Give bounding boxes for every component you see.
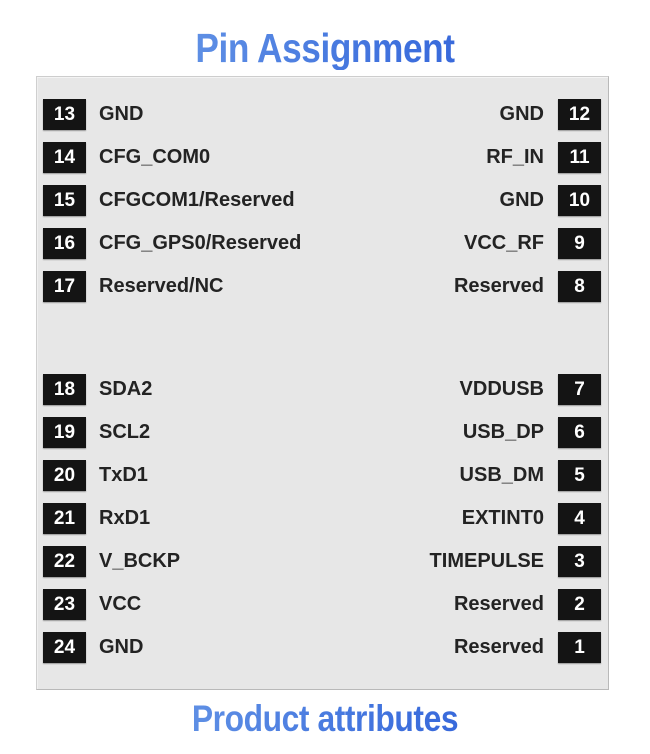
- pin-signal-label: V_BCKP: [99, 550, 181, 572]
- pin-entry-right: 10 GND: [323, 185, 609, 228]
- pin-signal-label: SDA2: [99, 378, 153, 400]
- pin-entry-left: 18 SDA2: [37, 374, 323, 417]
- pin-entry-left: 21 RxD1: [37, 503, 323, 546]
- pin-entry-right: 3 TIMEPULSE: [323, 546, 609, 589]
- pin-entry-left: 16 CFG_GPS0/Reserved: [37, 228, 323, 271]
- pin-number-badge: 24: [43, 632, 86, 663]
- pin-row: 24 GND 1 Reserved: [37, 632, 608, 675]
- footer-title: Product attributes: [46, 699, 605, 739]
- pin-number-badge: 14: [43, 142, 86, 173]
- pin-number-badge: 16: [43, 228, 86, 259]
- pin-signal-label: RxD1: [99, 507, 151, 529]
- page-title: Pin Assignment: [46, 26, 605, 70]
- pin-number-badge: 19: [43, 417, 86, 448]
- pin-entry-right: 9 VCC_RF: [323, 228, 609, 271]
- pin-number-badge: 9: [558, 228, 601, 259]
- pin-entry-left: 13 GND: [37, 99, 323, 142]
- pin-signal-label: CFG_GPS0/Reserved: [99, 232, 302, 254]
- pin-signal-label: CFG_COM0: [99, 146, 211, 168]
- pin-row: 22 V_BCKP 3 TIMEPULSE: [37, 546, 608, 589]
- pin-number-badge: 3: [558, 546, 601, 577]
- pin-entry-right: 1 Reserved: [323, 632, 609, 675]
- pin-number-badge: 10: [558, 185, 601, 216]
- pin-signal-label: GND: [499, 189, 544, 211]
- pin-signal-label: RF_IN: [486, 146, 544, 168]
- pin-number-badge: 21: [43, 503, 86, 534]
- pin-entry-left: 22 V_BCKP: [37, 546, 323, 589]
- pin-entry-left: 15 CFGCOM1/Reserved: [37, 185, 323, 228]
- pin-signal-label: SCL2: [99, 421, 151, 443]
- pin-entry-right: 6 USB_DP: [323, 417, 609, 460]
- pin-entry-right: 11 RF_IN: [323, 142, 609, 185]
- pin-number-badge: 22: [43, 546, 86, 577]
- pin-entry-left: 23 VCC: [37, 589, 323, 632]
- pin-signal-label: EXTINT0: [461, 507, 544, 529]
- pin-signal-label: GND: [99, 103, 144, 125]
- pin-signal-label: TxD1: [99, 464, 148, 486]
- pin-number-badge: 5: [558, 460, 601, 491]
- pin-number-badge: 8: [558, 271, 601, 302]
- pin-signal-label: VCC: [99, 593, 142, 615]
- pin-number-badge: 20: [43, 460, 86, 491]
- pin-signal-label: Reserved: [453, 636, 544, 658]
- pin-entry-left: 17 Reserved/NC: [37, 271, 323, 314]
- pin-row: 15 CFGCOM1/Reserved 10 GND: [37, 185, 608, 228]
- pin-row: 23 VCC 2 Reserved: [37, 589, 608, 632]
- pin-entry-right: 7 VDDUSB: [323, 374, 609, 417]
- pin-number-badge: 12: [558, 99, 601, 130]
- pin-entry-right: 5 USB_DM: [323, 460, 609, 503]
- pin-entry-right: 4 EXTINT0: [323, 503, 609, 546]
- pin-number-badge: 4: [558, 503, 601, 534]
- pin-entry-left: 14 CFG_COM0: [37, 142, 323, 185]
- pin-signal-label: Reserved: [453, 275, 544, 297]
- pin-entry-right: 8 Reserved: [323, 271, 609, 314]
- pin-number-badge: 6: [558, 417, 601, 448]
- pin-entry-right: 12 GND: [323, 99, 609, 142]
- pin-signal-label: USB_DP: [462, 421, 544, 443]
- pin-number-badge: 13: [43, 99, 86, 130]
- pin-number-badge: 17: [43, 271, 86, 302]
- pin-number-badge: 2: [558, 589, 601, 620]
- pin-signal-label: VDDUSB: [459, 378, 544, 400]
- pin-entry-left: 19 SCL2: [37, 417, 323, 460]
- pin-number-badge: 11: [558, 142, 601, 173]
- pin-signal-label: VCC_RF: [463, 232, 544, 254]
- pin-row: 14 CFG_COM0 11 RF_IN: [37, 142, 608, 185]
- pin-entry-left: 20 TxD1: [37, 460, 323, 503]
- pin-signal-label: CFGCOM1/Reserved: [99, 189, 295, 211]
- pin-row: 18 SDA2 7 VDDUSB: [37, 374, 608, 417]
- pin-signal-label: GND: [499, 103, 544, 125]
- pin-row: 16 CFG_GPS0/Reserved 9 VCC_RF: [37, 228, 608, 271]
- pin-number-badge: 18: [43, 374, 86, 405]
- pin-signal-label: GND: [99, 636, 144, 658]
- pin-row: 19 SCL2 6 USB_DP: [37, 417, 608, 460]
- pin-number-badge: 1: [558, 632, 601, 663]
- pin-row: 20 TxD1 5 USB_DM: [37, 460, 608, 503]
- pin-signal-label: Reserved/NC: [99, 275, 224, 297]
- pin-entry-right: 2 Reserved: [323, 589, 609, 632]
- pin-signal-label: TIMEPULSE: [429, 550, 544, 572]
- pin-row: 17 Reserved/NC 8 Reserved: [37, 271, 608, 314]
- pin-signal-label: USB_DM: [459, 464, 544, 486]
- pin-entry-left: 24 GND: [37, 632, 323, 675]
- pin-number-badge: 23: [43, 589, 86, 620]
- pin-number-badge: 15: [43, 185, 86, 216]
- pin-signal-label: Reserved: [453, 593, 544, 615]
- pin-row: 21 RxD1 4 EXTINT0: [37, 503, 608, 546]
- pin-row: 13 GND 12 GND: [37, 99, 608, 142]
- pin-number-badge: 7: [558, 374, 601, 405]
